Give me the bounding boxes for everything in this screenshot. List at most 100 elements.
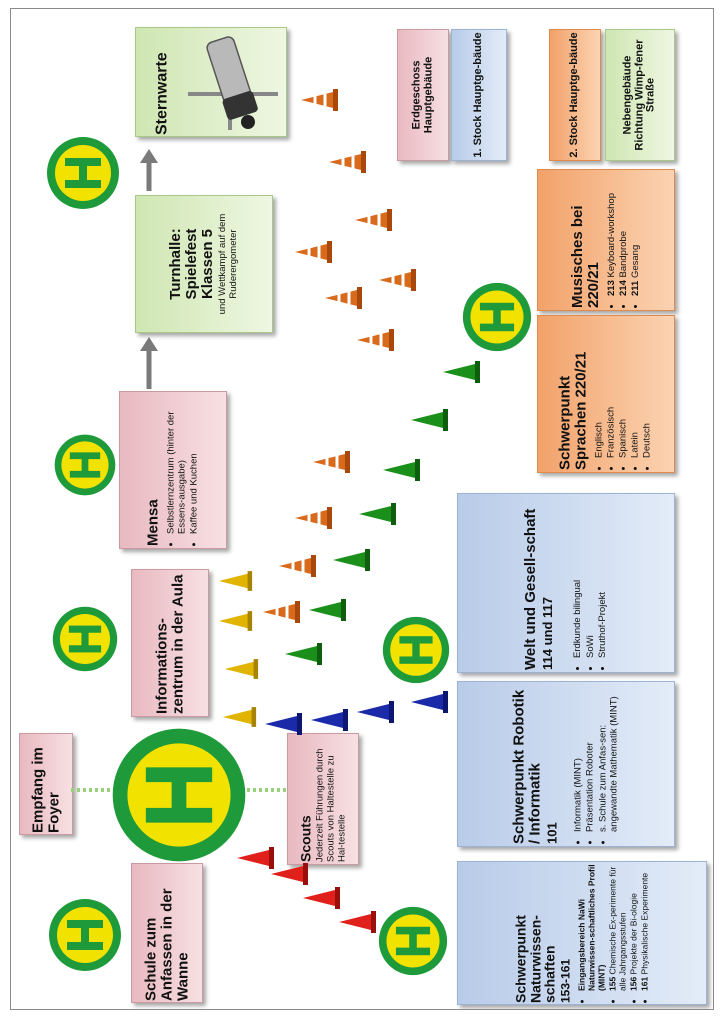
robotik-list: Informatik (MINT) Präsentation Roboter s… [573,684,620,844]
robotik-text: Schwerpunkt Robotik / Informatik 101 Inf… [510,684,621,844]
mensa-list: Selbstlernzentrum (hinter der Essens-aus… [165,394,200,546]
natur-text: Schwerpunkt Naturwissen-schaften 153-161… [513,863,651,1003]
natur-item: 155 Chemische Ex-perimente für alle Jahr… [607,863,627,991]
mensa-item: Selbstlernzentrum (hinter der Essens-aus… [165,394,187,535]
musisches-title: Musisches bei 220/21 [568,205,602,308]
traffic-cone-icon [303,887,340,909]
traffic-cone-icon [237,847,274,869]
natur-item: 156 Projekte der Bi-ologie [628,863,638,991]
central-bus-stop-icon [112,728,246,862]
item-text: Keyboard-workshop [605,193,617,278]
traffic-cone-icon [222,707,257,727]
robotik-title: Schwerpunkt Robotik / Informatik [510,689,544,844]
welt-item: Erdkunde bilingual [572,496,583,658]
station-scouts: Scouts Jederzeit Führungen durch Scouts … [287,733,359,865]
scouts-text: Scouts Jederzeit Führungen durch Scouts … [297,736,347,862]
legend-ground-floor: Erdgeschoss Hauptgebäude [397,29,449,161]
traffic-cone-icon [325,287,362,309]
station-musisches: Musisches bei 220/21 213 Keyboard-worksh… [537,169,675,311]
welt-title: Welt und Gesell-schaft [522,508,539,670]
legend-first-floor: 1. Stock Hauptge-bäude [451,29,507,161]
telescope-icon [188,36,278,130]
sprachen-text: Schwerpunkt Sprachen 220/21 Englisch Fra… [557,318,655,470]
station-naturwissenschaften: Schwerpunkt Naturwissen-schaften 153-161… [457,861,707,1005]
traffic-cone-icon [271,863,308,885]
bus-stop-icon [382,616,450,684]
musisches-item: 214 Bandprobe [618,172,629,296]
natur-item: Eingangsbereich NaWi Naturwissen-schaftl… [576,863,606,991]
bus-stop-icon [47,137,119,209]
traffic-cone-icon [329,151,366,173]
item-text: Physikalische Experimente [639,872,650,975]
traffic-cone-icon [311,709,348,731]
robotik-item: s. Schule zum Anfas-sen: angewandte Math… [597,684,619,832]
item-text: Gesang [629,244,641,279]
sprachen-item: Latein [630,318,641,458]
arrow-mensa-to-turnhalle [140,337,158,389]
info-title: Informations-zentrum in der Aula [153,574,186,714]
legend-annex-label: Nebengebäude Richtung Wimp-fener Straße [621,39,657,151]
dotted-connector-scouts [247,788,287,792]
legend-first-label: 1. Stock Hauptge-bäude [472,32,485,158]
legend-second-floor: 2. Stock Hauptge-bäude [549,29,601,161]
legend-ground-label: Erdgeschoss Hauptgebäude [410,56,434,134]
bus-stop-icon [378,906,448,976]
sprachen-item: Deutsch [642,318,653,458]
item-text: Chemische Ex-perimente für alle Jahrgang… [607,866,628,991]
station-empfang: Empfang im Foyer [19,733,73,835]
item-text: Projekte der Bi-ologie [628,893,639,975]
turnhalle-title: Turnhalle: Spielefest Klassen 5 [166,228,216,300]
traffic-cone-icon [279,555,316,577]
traffic-cone-icon [309,599,346,621]
robotik-rooms: 101 [544,822,560,844]
traffic-cone-icon [383,459,420,481]
turnhalle-sub: und Wettkampf auf dem Ruderergometer [217,213,240,315]
sprachen-item: Englisch [593,318,604,458]
natur-rooms: 153-161 [558,958,573,1003]
item-text: Eingangsbereich NaWi Naturwissen-schaftl… [576,864,607,991]
musisches-text: Musisches bei 220/21 213 Keyboard-worksh… [568,172,642,308]
station-mensa: Mensa Selbstlernzentrum (hinter der Esse… [119,391,227,549]
traffic-cone-icon [357,701,394,723]
traffic-cone-icon [263,601,300,623]
legend-annex: Nebengebäude Richtung Wimp-fener Straße [605,29,675,161]
traffic-cone-icon [443,361,480,383]
room-number: 155 [607,976,618,991]
welt-rooms: 114 und 117 [539,597,555,670]
mensa-title: Mensa [144,499,162,546]
station-informationszentrum: Informations-zentrum in der Aula [131,569,209,717]
welt-text: Welt und Gesell-schaft 114 und 117 Erdku… [522,496,609,670]
room-number: 213 [605,280,617,296]
arrow-turnhalle-to-sternwarte [140,149,158,191]
room-number: 161 [639,976,650,991]
traffic-cone-icon [357,329,394,351]
musisches-item: 211 Gesang [630,172,641,296]
site-map-frame: Erdgeschoss Hauptgebäude 1. Stock Hauptg… [10,8,714,1010]
mensa-item: Kaffee und Kuchen [188,394,199,534]
bus-stop-icon [52,606,118,672]
musisches-item: 213 Keyboard-workshop [605,172,616,296]
dotted-connector-empfang [71,788,111,792]
traffic-cone-icon [359,503,396,525]
scouts-title: Scouts [297,815,314,862]
turnhalle-text: Turnhalle: Spielefest Klassen 5 und Wett… [166,198,240,330]
traffic-cone-icon [333,549,370,571]
mensa-text: Mensa Selbstlernzentrum (hinter der Esse… [144,394,200,547]
sprachen-item: Spanisch [618,318,629,458]
room-number: 211 [629,280,641,296]
room-number: 156 [628,976,639,991]
traffic-cone-icon [339,911,376,933]
bus-stop-icon [462,282,532,352]
sprachen-list: Englisch Französisch Spanisch Latein Deu… [593,318,653,470]
room-number: 214 [617,280,629,296]
traffic-cone-icon [265,713,302,735]
traffic-cone-icon [224,659,259,679]
wanne-title: Schule zum Anfassen in der Wanne [142,888,191,1001]
traffic-cone-icon [295,507,332,529]
traffic-cone-icon [285,643,322,665]
bus-stop-icon [54,434,116,496]
traffic-cone-icon [301,89,338,111]
sternwarte-title: Sternwarte [153,52,171,135]
station-sprachen: Schwerpunkt Sprachen 220/21 Englisch Fra… [537,315,675,473]
traffic-cone-icon [379,269,416,291]
